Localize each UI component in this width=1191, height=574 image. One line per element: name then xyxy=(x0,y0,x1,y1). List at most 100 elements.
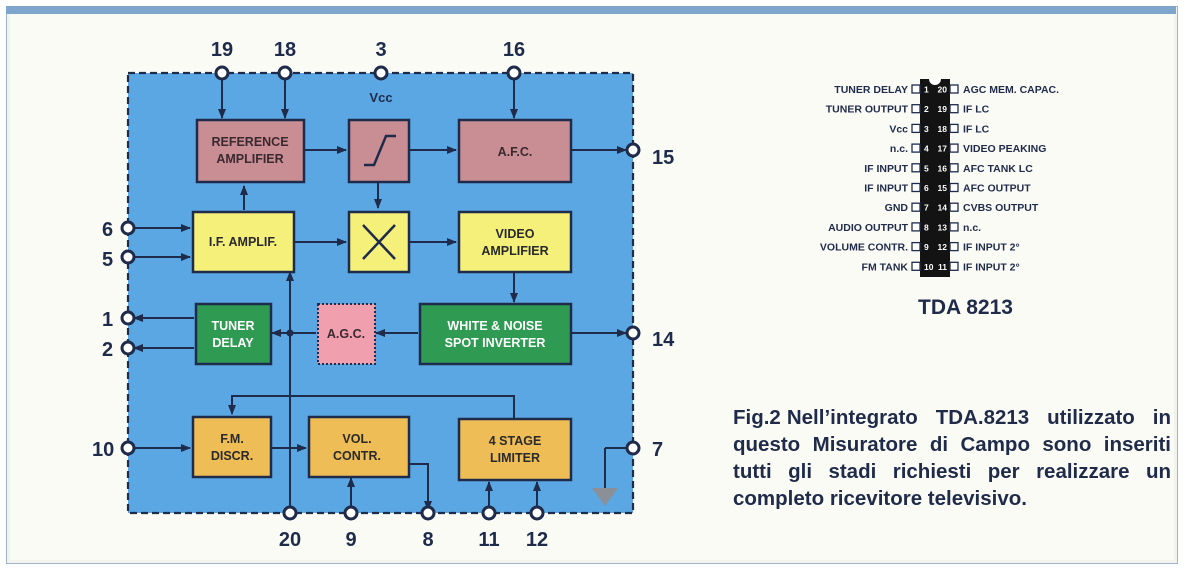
chip-pin-number: 3 xyxy=(924,124,929,134)
limiter-symbol-block xyxy=(347,118,411,184)
pin-1-label: 1 xyxy=(102,309,113,331)
chip-pin-label-left: n.c. xyxy=(890,143,908,155)
chip-pin-label-left: IF INPUT xyxy=(864,183,908,195)
chip-pin-number: 14 xyxy=(938,203,948,213)
afc-block xyxy=(457,118,573,184)
chip-pin-stub xyxy=(949,182,959,193)
chip-pin-label-right: IF INPUT 2° xyxy=(963,261,1020,273)
pin-9-label: 9 xyxy=(345,529,356,551)
tuner-delay-block xyxy=(194,302,273,366)
volume-control-block xyxy=(307,415,411,479)
chip-pin-number: 20 xyxy=(938,85,948,95)
chip-pin-stub xyxy=(911,202,921,212)
chip-pin-stub xyxy=(911,143,921,153)
vcc-label: Vcc xyxy=(369,90,392,105)
reference-amplifier-line2: AMPLIFIER xyxy=(216,152,283,166)
vol-contr-line2: CONTR. xyxy=(333,449,381,463)
limiter-curve-icon xyxy=(364,134,396,167)
vol-contr-line1: VOL. xyxy=(342,432,371,446)
chip-pin-number: 7 xyxy=(924,203,929,213)
wire-vol-8 xyxy=(410,463,432,511)
reference-amplifier-block xyxy=(195,118,306,184)
chip-pin-label-right: AGC MEM. CAPAC. xyxy=(963,84,1059,96)
agc-label: A.G.C. xyxy=(327,327,365,341)
mixer-block xyxy=(347,210,411,274)
chip-pin-label-right: AFC TANK LC xyxy=(963,163,1033,175)
chip-pin-stub xyxy=(949,104,959,114)
chip-pin-label-right: IF LC xyxy=(963,123,990,135)
pin-6-label: 6 xyxy=(102,219,113,241)
pin-5-label: 5 xyxy=(102,249,113,271)
pin-10-label: 10 xyxy=(92,439,114,461)
chip-pin-number: 10 xyxy=(924,262,934,272)
caption-text: Nell’integrato TDA.8213 utilizzato in qu… xyxy=(733,406,1171,510)
pin-19-label: 19 xyxy=(211,39,233,61)
chip-pin-stub xyxy=(949,261,959,271)
agc-block xyxy=(317,303,376,365)
chip-pin-label-right: CVBS OUTPUT xyxy=(963,202,1039,214)
chip-pin-label-right: IF LC xyxy=(963,104,990,116)
fm-discr-line2: DISCR. xyxy=(211,449,253,463)
ground-icon xyxy=(592,488,618,506)
mixer-cross-icon xyxy=(362,224,396,260)
chip-pin-label-right: AFC OUTPUT xyxy=(963,183,1031,195)
wire-limiter-fm xyxy=(228,395,515,418)
pin-16-label: 16 xyxy=(503,39,525,61)
chip-pin-stub xyxy=(949,143,959,153)
video-amplifier-block xyxy=(457,210,573,274)
chip-pin-number: 9 xyxy=(924,242,929,252)
chip-pin-stub xyxy=(911,84,921,94)
if-amplifier-label: I.F. AMPLIF. xyxy=(209,235,277,249)
chip-pin-label-left: FM TANK xyxy=(862,261,909,273)
chip-pin-stub xyxy=(911,222,921,232)
chip-pin-number: 18 xyxy=(938,124,948,134)
chip-pin-label-left: AUDIO OUTPUT xyxy=(828,222,909,234)
pin-2-label: 2 xyxy=(102,339,113,361)
video-amplifier-line1: VIDEO xyxy=(496,227,535,241)
pin-7-label: 7 xyxy=(652,439,663,461)
chip-pin-number: 8 xyxy=(924,222,929,232)
chip-pin-stub xyxy=(911,261,921,271)
pin-20-label: 20 xyxy=(279,529,301,551)
chip-pin-number: 5 xyxy=(924,163,929,173)
pin-12-label: 12 xyxy=(526,529,548,551)
dip-chip-body xyxy=(920,79,950,277)
junction-dot xyxy=(286,329,294,337)
pin-8-label: 8 xyxy=(422,529,433,551)
chip-pin-number: 16 xyxy=(938,163,948,173)
chip-pin-number: 6 xyxy=(924,183,929,193)
chip-pin-stub xyxy=(911,163,921,173)
limiter-block xyxy=(457,417,573,482)
chip-pin-number: 4 xyxy=(924,144,929,154)
chip-pin-stub xyxy=(949,123,959,134)
tuner-delay-line2: DELAY xyxy=(212,336,254,350)
video-amplifier-line2: AMPLIFIER xyxy=(481,244,548,258)
white-noise-line2: SPOT INVERTER xyxy=(445,336,546,350)
chip-pin-label-left: TUNER OUTPUT xyxy=(826,104,909,116)
figure-top-bar xyxy=(6,6,1176,14)
chip-pin-stub xyxy=(911,123,921,134)
chip-title: TDA 8213 xyxy=(918,296,1013,319)
afc-label: A.F.C. xyxy=(498,145,533,159)
pin-15-label: 15 xyxy=(652,147,674,169)
chip-pin-number: 1 xyxy=(924,85,929,95)
chip-pin-label-left: Vcc xyxy=(889,123,908,135)
pin-18-label: 18 xyxy=(274,39,296,61)
pin-11-label: 11 xyxy=(478,529,499,551)
chip-pin-stub xyxy=(911,241,921,252)
chip-pin-number: 2 xyxy=(924,104,929,114)
chip-pin-stub xyxy=(949,84,959,94)
white-noise-inverter-block xyxy=(418,302,573,366)
chip-pin-label-left: GND xyxy=(885,202,909,214)
pin-circles xyxy=(120,65,641,521)
chip-pin-stub xyxy=(949,241,959,252)
fm-discriminator-block xyxy=(191,415,273,479)
reference-amplifier-line1: REFERENCE xyxy=(211,135,288,149)
chip-pin-number: 17 xyxy=(938,144,948,154)
chip-pin-stub xyxy=(911,104,921,114)
chip-pin-stub xyxy=(911,182,921,193)
chip-notch xyxy=(929,79,941,85)
